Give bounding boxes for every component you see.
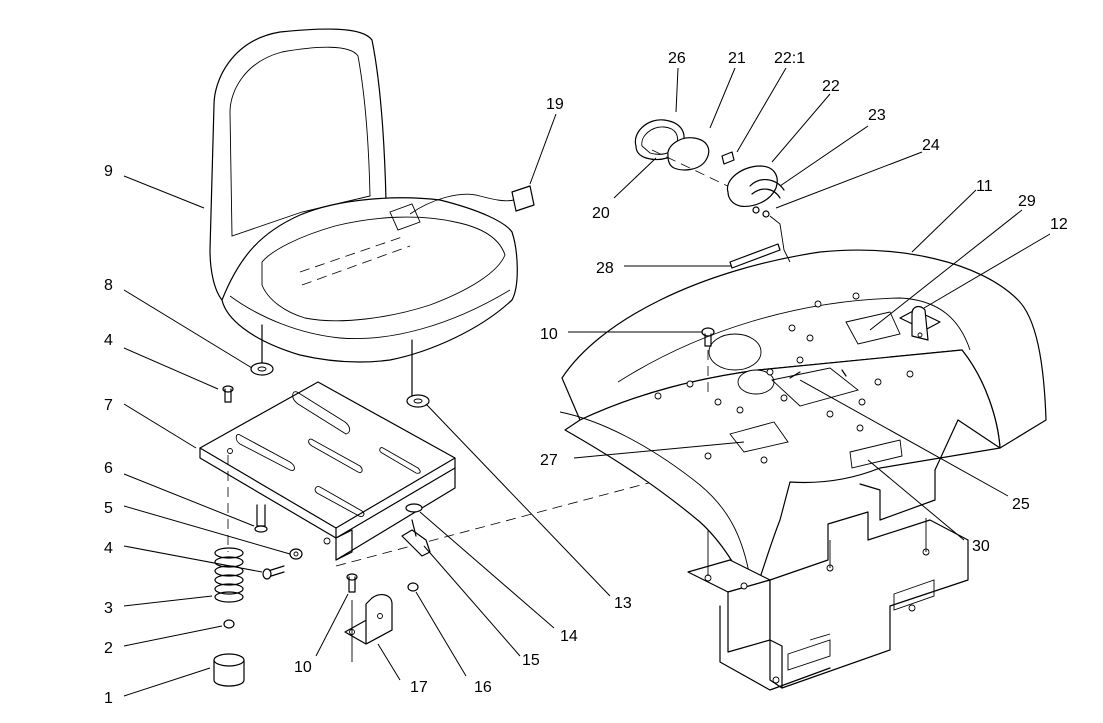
fender	[559, 243, 1047, 601]
callout-29: 29	[1018, 193, 1036, 210]
knob-15	[401, 519, 431, 557]
callout-20: 20	[592, 205, 610, 222]
callout-21: 21	[728, 50, 746, 67]
callout-23: 23	[868, 107, 886, 124]
washer-5	[289, 548, 303, 560]
callout-22-1: 22:1	[774, 50, 805, 67]
callout-6: 6	[104, 460, 113, 477]
bracket-17	[344, 594, 393, 662]
callout-10-upper: 10	[540, 326, 558, 343]
light-assembly	[634, 119, 791, 263]
callout-labels: 1 2 3 4 5 6 7 4 8 9 19 10 17 16 15 14 13…	[104, 50, 1068, 707]
callout-8: 8	[104, 277, 113, 294]
washer-8	[250, 362, 274, 376]
callout-26: 26	[668, 50, 686, 67]
spring	[214, 547, 244, 603]
bolt-6	[254, 504, 268, 533]
leader-lines	[123, 67, 1051, 697]
callout-15: 15	[522, 652, 540, 669]
bumper	[213, 653, 245, 687]
callout-10-lower: 10	[294, 659, 312, 676]
callout-24: 24	[922, 137, 940, 154]
callout-25: 25	[1012, 496, 1030, 513]
callout-13: 13	[614, 595, 632, 612]
callout-4-upper: 4	[104, 332, 113, 349]
callout-12: 12	[1050, 216, 1068, 233]
callout-17: 17	[410, 679, 428, 696]
callout-4-lower: 4	[104, 540, 113, 557]
callout-22: 22	[822, 78, 840, 95]
bolt-4-upper	[222, 385, 234, 403]
callout-27: 27	[540, 452, 558, 469]
callout-3: 3	[104, 600, 113, 617]
nut-2	[223, 619, 235, 629]
callout-11: 11	[976, 178, 993, 195]
frame	[687, 511, 969, 691]
callout-30: 30	[972, 538, 990, 555]
bolt-10-lower	[346, 573, 358, 593]
callout-19: 19	[546, 96, 564, 113]
callout-16: 16	[474, 679, 492, 696]
callout-9: 9	[104, 163, 113, 180]
bolt-4-lower	[262, 565, 285, 580]
washer-14	[405, 503, 423, 513]
callout-14: 14	[560, 628, 578, 645]
washer-13	[406, 394, 430, 408]
callout-5: 5	[104, 500, 113, 517]
callout-1: 1	[104, 690, 113, 707]
seat	[209, 28, 535, 396]
callout-7: 7	[104, 397, 113, 414]
callout-28: 28	[596, 260, 614, 277]
callout-2: 2	[104, 640, 113, 657]
nut-16	[407, 582, 419, 592]
seat-plate	[199, 381, 456, 561]
